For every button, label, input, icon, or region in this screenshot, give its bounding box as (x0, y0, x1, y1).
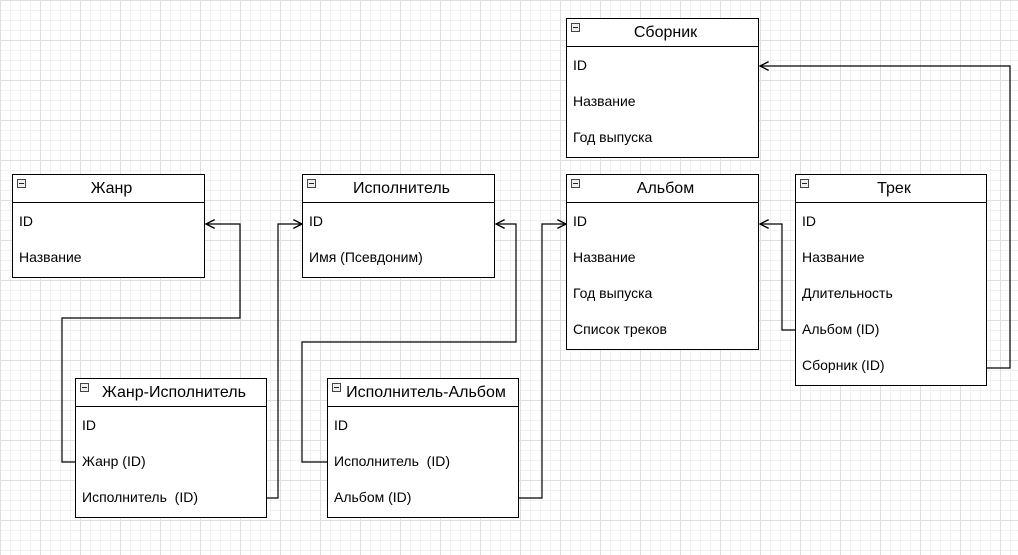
field-id: ID (334, 417, 348, 433)
collapse-icon[interactable] (332, 383, 341, 392)
entity-title: Исполнитель-Альбом (346, 383, 506, 401)
entity-header: Трек (796, 175, 986, 203)
field-album-id: Альбом (ID) (802, 321, 880, 337)
entity-title: Сборник (633, 23, 698, 41)
field-year: Год выпуска (573, 285, 653, 301)
field-name: Имя (Псевдоним) (309, 249, 423, 265)
entity-compilation[interactable]: Сборник ID Название Год выпуска (566, 18, 759, 158)
field-name: Название (802, 249, 865, 265)
entity-artist[interactable]: Исполнитель ID Имя (Псевдоним) (302, 174, 495, 278)
collapse-icon[interactable] (800, 179, 809, 188)
entity-header: Жанр (13, 175, 204, 203)
field-id: ID (19, 213, 33, 229)
collapse-icon[interactable] (80, 383, 89, 392)
connector-artist-album (518, 224, 566, 499)
entity-title: Жанр-Исполнитель (102, 383, 246, 401)
field-id: ID (802, 213, 816, 229)
field-album-id: Альбом (ID) (334, 489, 412, 505)
field-compilation-id: Сборник (ID) (802, 357, 885, 373)
entity-header: Исполнитель (303, 175, 494, 203)
entity-title: Исполнитель (352, 179, 450, 197)
entity-header: Жанр-Исполнитель (76, 379, 266, 407)
field-artist-id: Исполнитель (ID) (334, 453, 450, 469)
entity-title: Жанр (90, 179, 133, 197)
field-track-list: Список треков (573, 321, 667, 337)
field-genre-id: Жанр (ID) (82, 453, 146, 469)
entity-title: Альбом (636, 179, 695, 197)
collapse-icon[interactable] (307, 179, 316, 188)
entity-title: Трек (877, 179, 911, 197)
field-artist-id: Исполнитель (ID) (82, 489, 198, 505)
field-duration: Длительность (802, 285, 893, 301)
entity-header: Исполнитель-Альбом (328, 379, 518, 407)
connector-genre-artist (266, 224, 302, 499)
collapse-icon[interactable] (571, 179, 580, 188)
entity-genre-artist[interactable]: Жанр-Исполнитель ID Жанр (ID) Исполнител… (75, 378, 267, 518)
entity-artist-album[interactable]: Исполнитель-Альбом ID Исполнитель (ID) А… (327, 378, 519, 518)
collapse-icon[interactable] (571, 23, 580, 32)
field-id: ID (309, 213, 323, 229)
field-id: ID (573, 57, 587, 73)
entity-album[interactable]: Альбом ID Название Год выпуска Список тр… (566, 174, 759, 350)
connector-track-album (760, 224, 796, 331)
entity-track[interactable]: Трек ID Название Длительность Альбом (ID… (795, 174, 987, 386)
field-year: Год выпуска (573, 129, 653, 145)
collapse-icon[interactable] (17, 179, 26, 188)
field-name: Название (573, 93, 636, 109)
field-id: ID (573, 213, 587, 229)
entity-genre[interactable]: Жанр ID Название (12, 174, 205, 278)
field-name: Название (573, 249, 636, 265)
field-id: ID (82, 417, 96, 433)
entity-header: Сборник (567, 19, 758, 47)
field-name: Название (19, 249, 82, 265)
entity-header: Альбом (567, 175, 758, 203)
